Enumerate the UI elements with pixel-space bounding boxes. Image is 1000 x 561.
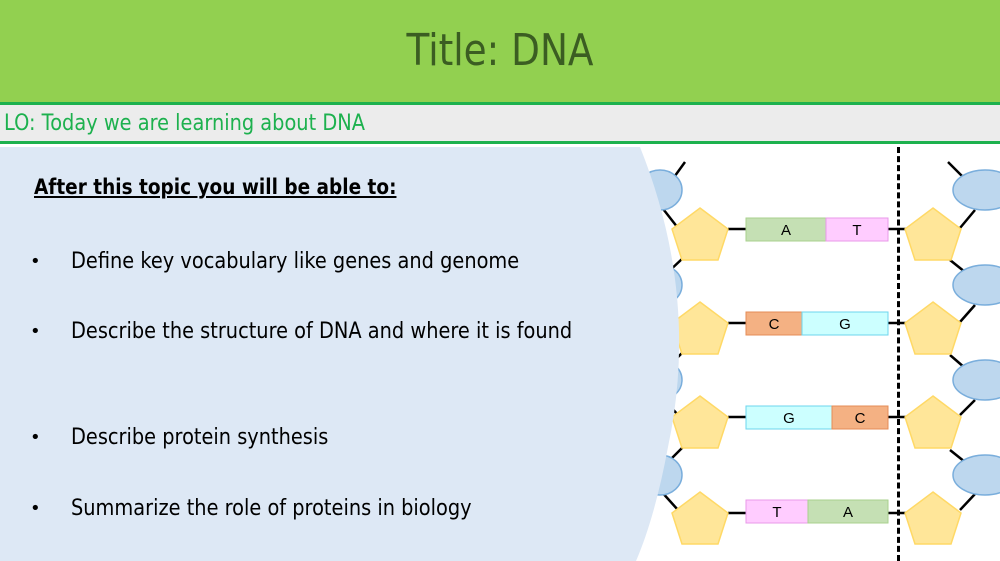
svg-text:G: G	[839, 316, 851, 333]
objective-text: Define key vocabulary like genes and gen…	[71, 249, 520, 274]
bullet-icon: •	[30, 251, 41, 272]
bullet-icon: •	[30, 321, 41, 342]
svg-text:T: T	[852, 222, 861, 239]
title-bar	[0, 0, 1000, 102]
svg-text:T: T	[772, 504, 781, 521]
objective-text: Describe protein synthesis	[71, 425, 329, 450]
page-title: Title: DNA	[0, 0, 1000, 102]
objectives-panel: After this topic you will be able to: • …	[0, 147, 660, 561]
svg-text:A: A	[843, 504, 853, 521]
learning-objective-bar: LO: Today we are learning about DNA	[0, 102, 1000, 144]
objective-text: Summarize the role of proteins in biolog…	[71, 496, 472, 521]
learning-objective-text: LO: Today we are learning about DNA	[4, 111, 365, 136]
svg-text:C: C	[769, 316, 780, 333]
svg-text:C: C	[855, 410, 866, 427]
page-title-text: Title: DNA	[406, 25, 594, 76]
svg-text:A: A	[781, 222, 791, 239]
bullet-icon: •	[30, 427, 41, 448]
svg-text:G: G	[783, 410, 795, 427]
dashed-divider	[897, 147, 900, 561]
bullet-icon: •	[30, 498, 41, 519]
objectives-heading: After this topic you will be able to:	[34, 175, 397, 199]
objective-text: Describe the structure of DNA and where …	[71, 319, 573, 344]
